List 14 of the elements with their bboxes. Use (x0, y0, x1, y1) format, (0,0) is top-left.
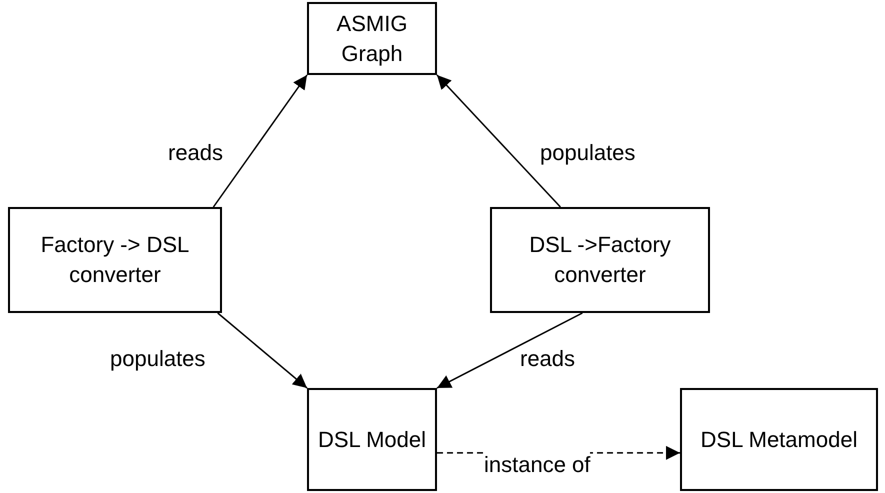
node-label: ASMIG Graph (336, 10, 408, 68)
node-label: Factory -> DSL converter (40, 231, 190, 289)
arrow (436, 312, 583, 389)
process-box (680, 388, 878, 491)
process-box (8, 207, 222, 313)
node-label: DSL ->Factory converter (528, 231, 672, 289)
arrow (436, 74, 561, 208)
process-box (490, 207, 710, 313)
arrow (212, 74, 308, 208)
node-label: DSL Metamodel (700, 426, 858, 454)
process-box (307, 2, 437, 75)
node-label: DSL Model (318, 426, 426, 454)
process-box (307, 388, 437, 491)
arrow (217, 312, 308, 389)
